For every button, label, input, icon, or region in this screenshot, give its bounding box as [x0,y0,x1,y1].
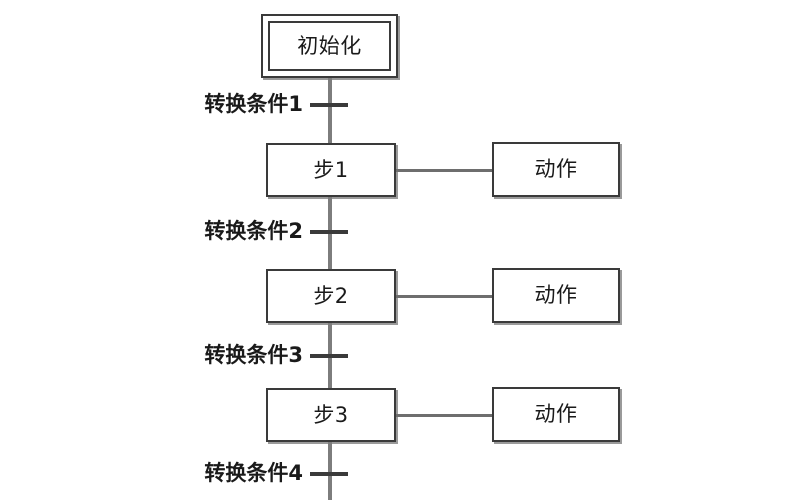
connector-step2-to-action2 [396,295,492,298]
connector-step3-to-action3 [396,414,492,417]
action-label-1: 动作 [534,157,578,181]
step-label-3: 步3 [313,402,349,427]
transition-label-2: 转换条件2 [204,219,303,243]
step-box-2[interactable]: 步2 [266,269,396,323]
initial-step-inner-border: 初始化 [268,21,391,71]
step-box-3[interactable]: 步3 [266,388,396,442]
initial-step-box[interactable]: 初始化 [261,14,398,78]
action-box-2[interactable]: 动作 [492,268,620,323]
action-box-3[interactable]: 动作 [492,387,620,442]
transition-mark-2 [310,230,348,234]
connector-step3-to-end [328,442,332,500]
transition-mark-4 [310,472,348,476]
connector-init-to-step1 [328,78,332,144]
action-label-2: 动作 [534,283,578,307]
transition-label-3: 转换条件3 [204,343,303,367]
step-box-1[interactable]: 步1 [266,143,396,197]
step-label-1: 步1 [313,157,349,182]
connector-step1-to-action1 [396,169,492,172]
initial-step-label: 初始化 [297,33,362,58]
action-box-1[interactable]: 动作 [492,142,620,197]
transition-mark-1 [310,103,348,107]
transition-label-4: 转换条件4 [204,461,303,485]
step-label-2: 步2 [313,283,349,308]
transition-mark-3 [310,354,348,358]
action-label-3: 动作 [534,402,578,426]
transition-label-1: 转换条件1 [204,92,303,116]
